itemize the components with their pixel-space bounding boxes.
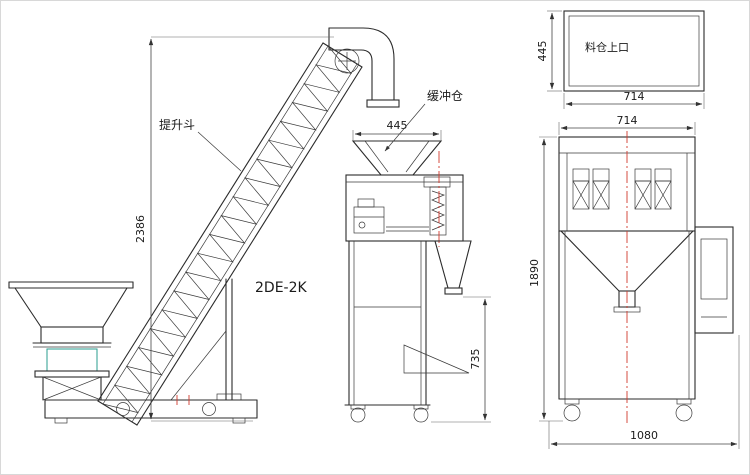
front-height-dimension: 1890: [528, 136, 563, 422]
weigh-hoppers: [572, 168, 672, 210]
lifting-bucket-text: 提升斗: [159, 117, 195, 132]
casters-side: [350, 404, 429, 423]
head-pulley-icon: [334, 48, 360, 74]
feed-hopper: [8, 281, 134, 401]
dim-735-text: 735: [469, 349, 482, 370]
front-view: 714: [528, 114, 740, 449]
bucket-elevator: [8, 27, 400, 426]
control-box: [694, 226, 734, 334]
dim-445-mid-text: 445: [387, 119, 408, 132]
top-view-depth-dimension: 445: [536, 10, 562, 92]
elevator-height-dimension: 2386: [134, 36, 334, 422]
discharge-funnel-side: [434, 240, 472, 295]
discharge-height-dimension: 735: [431, 296, 491, 423]
casters-front: [563, 398, 693, 422]
dim-1080-text: 1080: [630, 429, 658, 442]
support-post: [170, 278, 242, 401]
buffer-bin-text: 缓冲仓: [427, 88, 463, 103]
dim-2386-text: 2386: [134, 215, 147, 243]
vibrator-mechanism: [423, 176, 451, 236]
front-width-dimension: 714: [558, 114, 696, 135]
side-view-machine: [344, 140, 472, 423]
frame-legs-side: [344, 240, 470, 406]
label-lifting-bucket: 提升斗: [159, 117, 242, 172]
dim-714-front-text: 714: [617, 114, 638, 127]
weigher-unit: [353, 198, 429, 234]
top-view: 料仓上口 445 714: [536, 10, 705, 109]
dim-714-top-text: 714: [624, 90, 645, 103]
top-view-width-dimension: 714: [563, 90, 705, 109]
model-label: 2DE-2K: [255, 280, 307, 296]
dim-445-top-text: 445: [536, 41, 549, 62]
front-bottom-width-dimension: 1080: [548, 335, 740, 449]
dim-1890-text: 1890: [528, 259, 541, 287]
discharge-elbow: [328, 27, 400, 108]
label-buffer-bin: 缓冲仓: [384, 88, 463, 152]
buffer-width-dimension: 445: [352, 119, 442, 141]
silo-opening-text: 料仓上口: [585, 40, 629, 54]
